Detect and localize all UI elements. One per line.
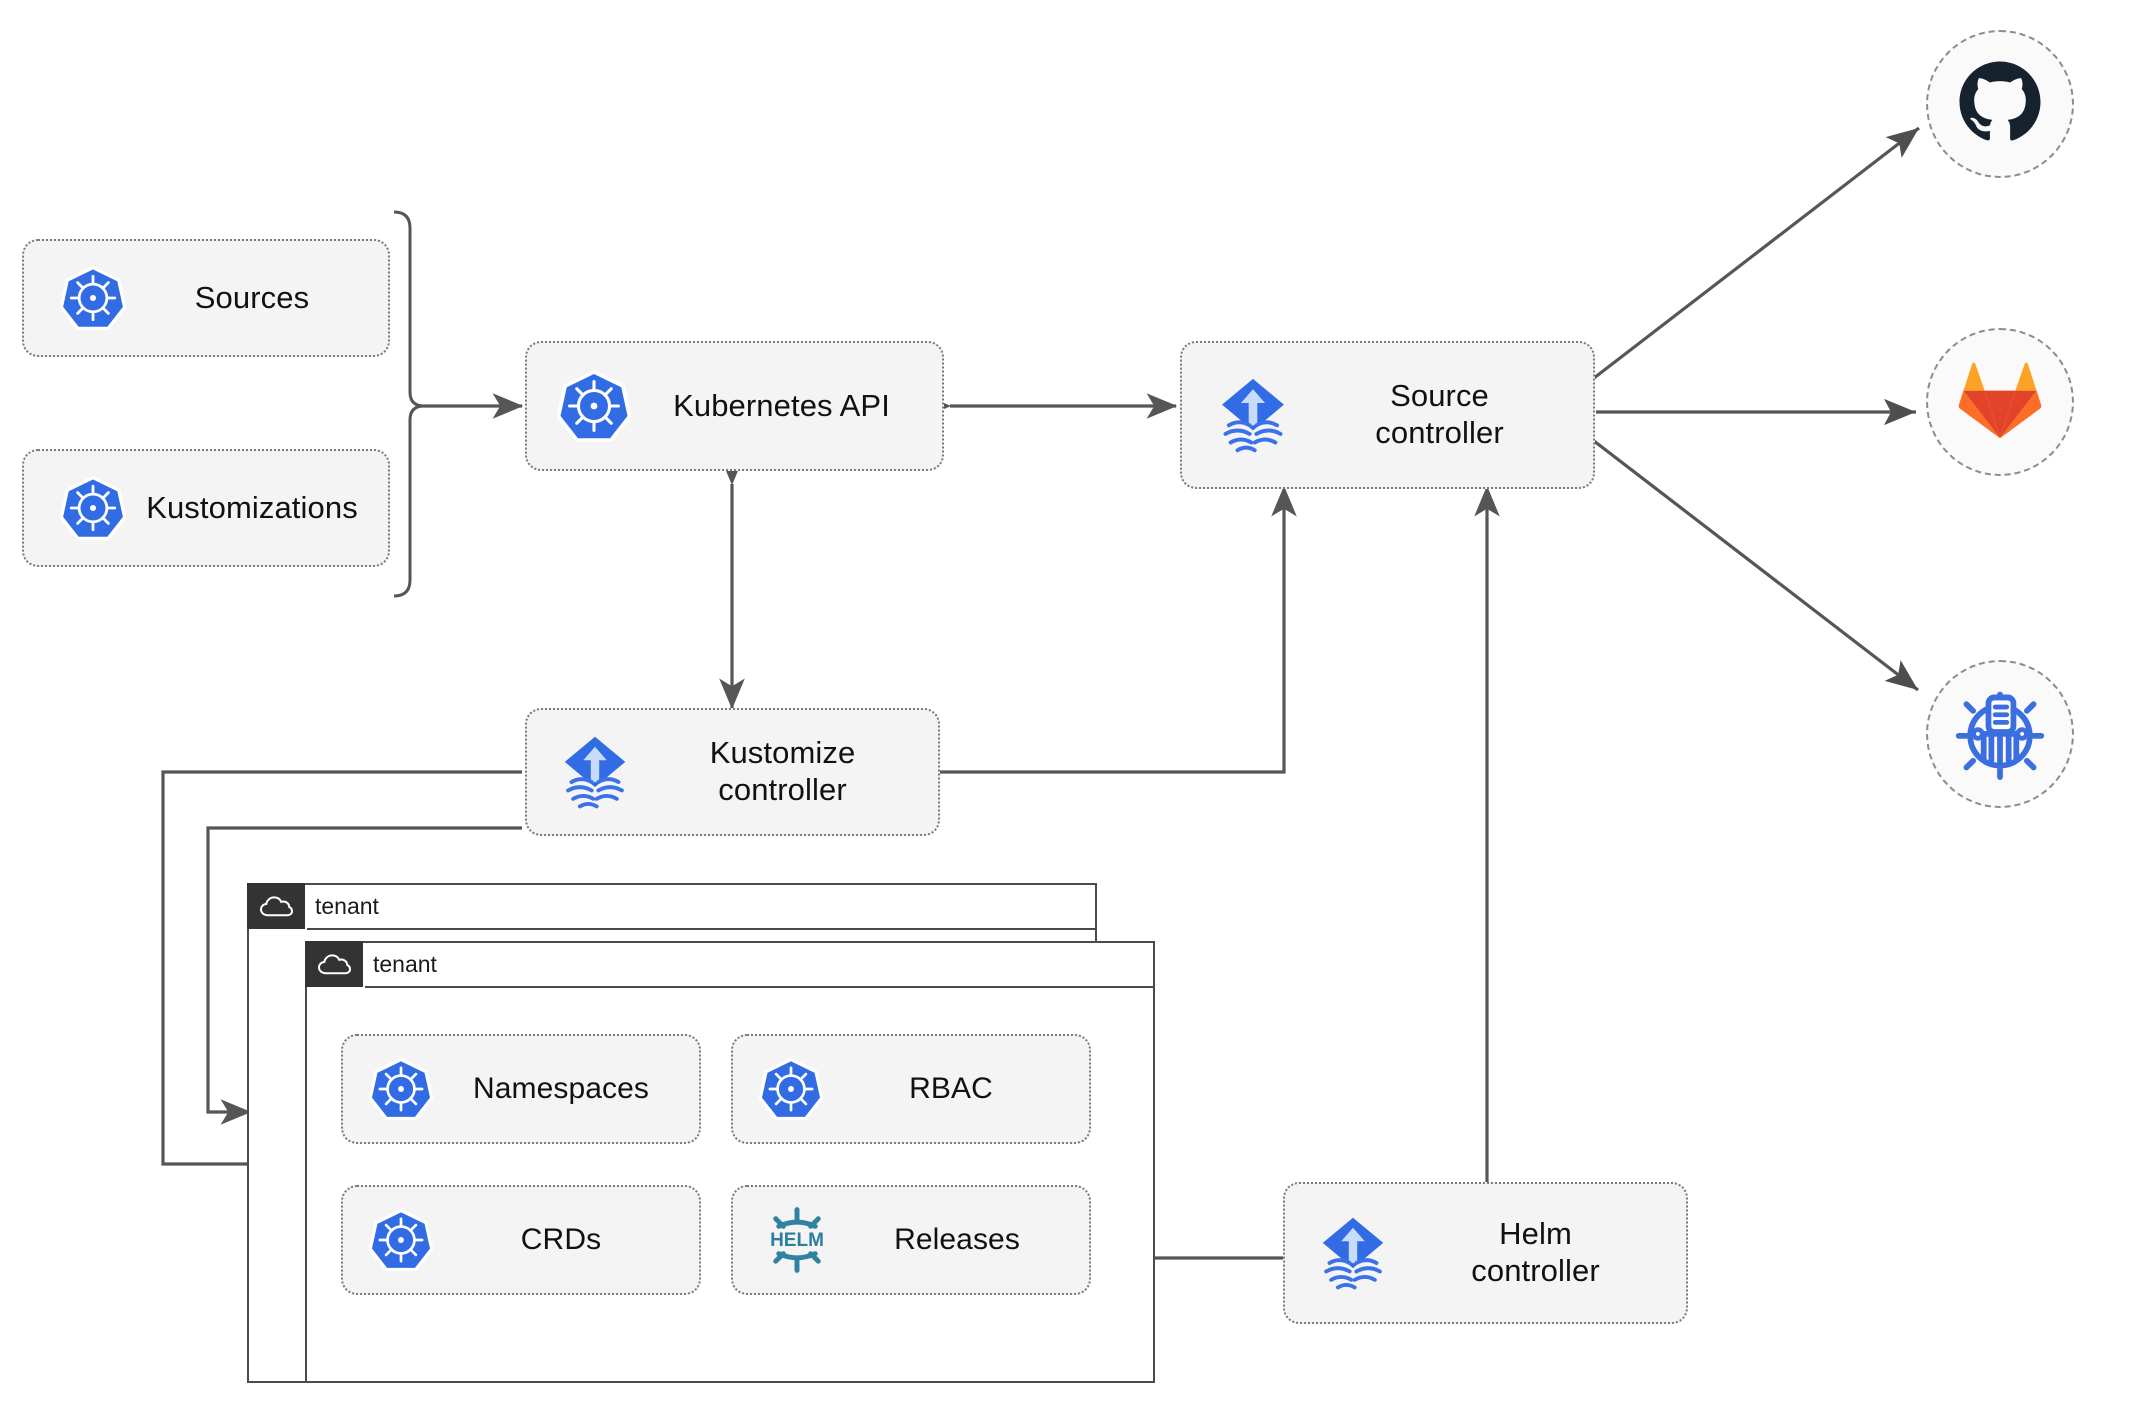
group-bracket — [393, 210, 425, 598]
kubernetes-icon — [60, 265, 126, 331]
tenant-header-rule — [307, 928, 1095, 930]
gitlab-icon — [1957, 360, 2043, 445]
node-rbac[interactable]: RBAC — [731, 1034, 1091, 1144]
node-label: Releases — [894, 1223, 1020, 1257]
node-label: CRDs — [520, 1223, 602, 1257]
provider-github[interactable] — [1926, 30, 2074, 178]
node-source-controller[interactable]: Source controller — [1180, 341, 1595, 489]
flux-icon — [553, 730, 637, 814]
kubernetes-icon — [557, 369, 631, 443]
flux-icon — [1210, 372, 1296, 458]
tenant-label: tenant — [315, 892, 379, 919]
helm-icon: HELM — [759, 1202, 835, 1278]
node-label: Kubernetes API — [673, 387, 890, 423]
node-kustomizations[interactable]: Kustomizations — [22, 449, 390, 567]
edge-source-to-github — [1593, 126, 1920, 380]
node-helm-controller[interactable]: Helm controller — [1283, 1182, 1688, 1324]
kubernetes-icon — [369, 1057, 433, 1121]
kubernetes-icon — [369, 1208, 433, 1272]
tenant-panel-inner[interactable]: tenant — [304, 940, 1155, 1383]
github-icon — [1954, 56, 2046, 153]
helm-repository-icon — [1952, 684, 2048, 785]
node-label: Namespaces — [472, 1072, 650, 1106]
node-label: RBAC — [909, 1072, 993, 1106]
node-kustomize-controller[interactable]: Kustomize controller — [525, 708, 940, 836]
node-label: Kustomizations — [146, 489, 358, 525]
edge-kustomize-to-source — [940, 485, 1297, 774]
node-releases[interactable]: HELM Releases — [731, 1185, 1091, 1295]
kubernetes-icon — [60, 475, 126, 541]
cloud-icon — [304, 940, 363, 987]
edge-source-to-helmrepo — [1593, 439, 1919, 692]
node-crds[interactable]: CRDs — [341, 1185, 701, 1295]
svg-text:HELM: HELM — [770, 1230, 824, 1251]
node-label: Source controller — [1375, 378, 1504, 450]
provider-helm-repository[interactable] — [1926, 660, 2074, 808]
node-sources[interactable]: Sources — [22, 239, 390, 357]
node-kubernetes-api[interactable]: Kubernetes API — [525, 341, 944, 471]
tenant-header-rule — [365, 986, 1153, 988]
flux-icon — [1311, 1211, 1395, 1295]
provider-gitlab[interactable] — [1926, 328, 2074, 476]
node-label: Helm controller — [1471, 1216, 1600, 1288]
cloud-icon — [246, 882, 305, 929]
node-namespaces[interactable]: Namespaces — [341, 1034, 701, 1144]
node-label: Sources — [194, 279, 310, 315]
node-label: Kustomize controller — [709, 735, 856, 807]
tenant-label: tenant — [373, 950, 437, 977]
kubernetes-icon — [759, 1057, 823, 1121]
